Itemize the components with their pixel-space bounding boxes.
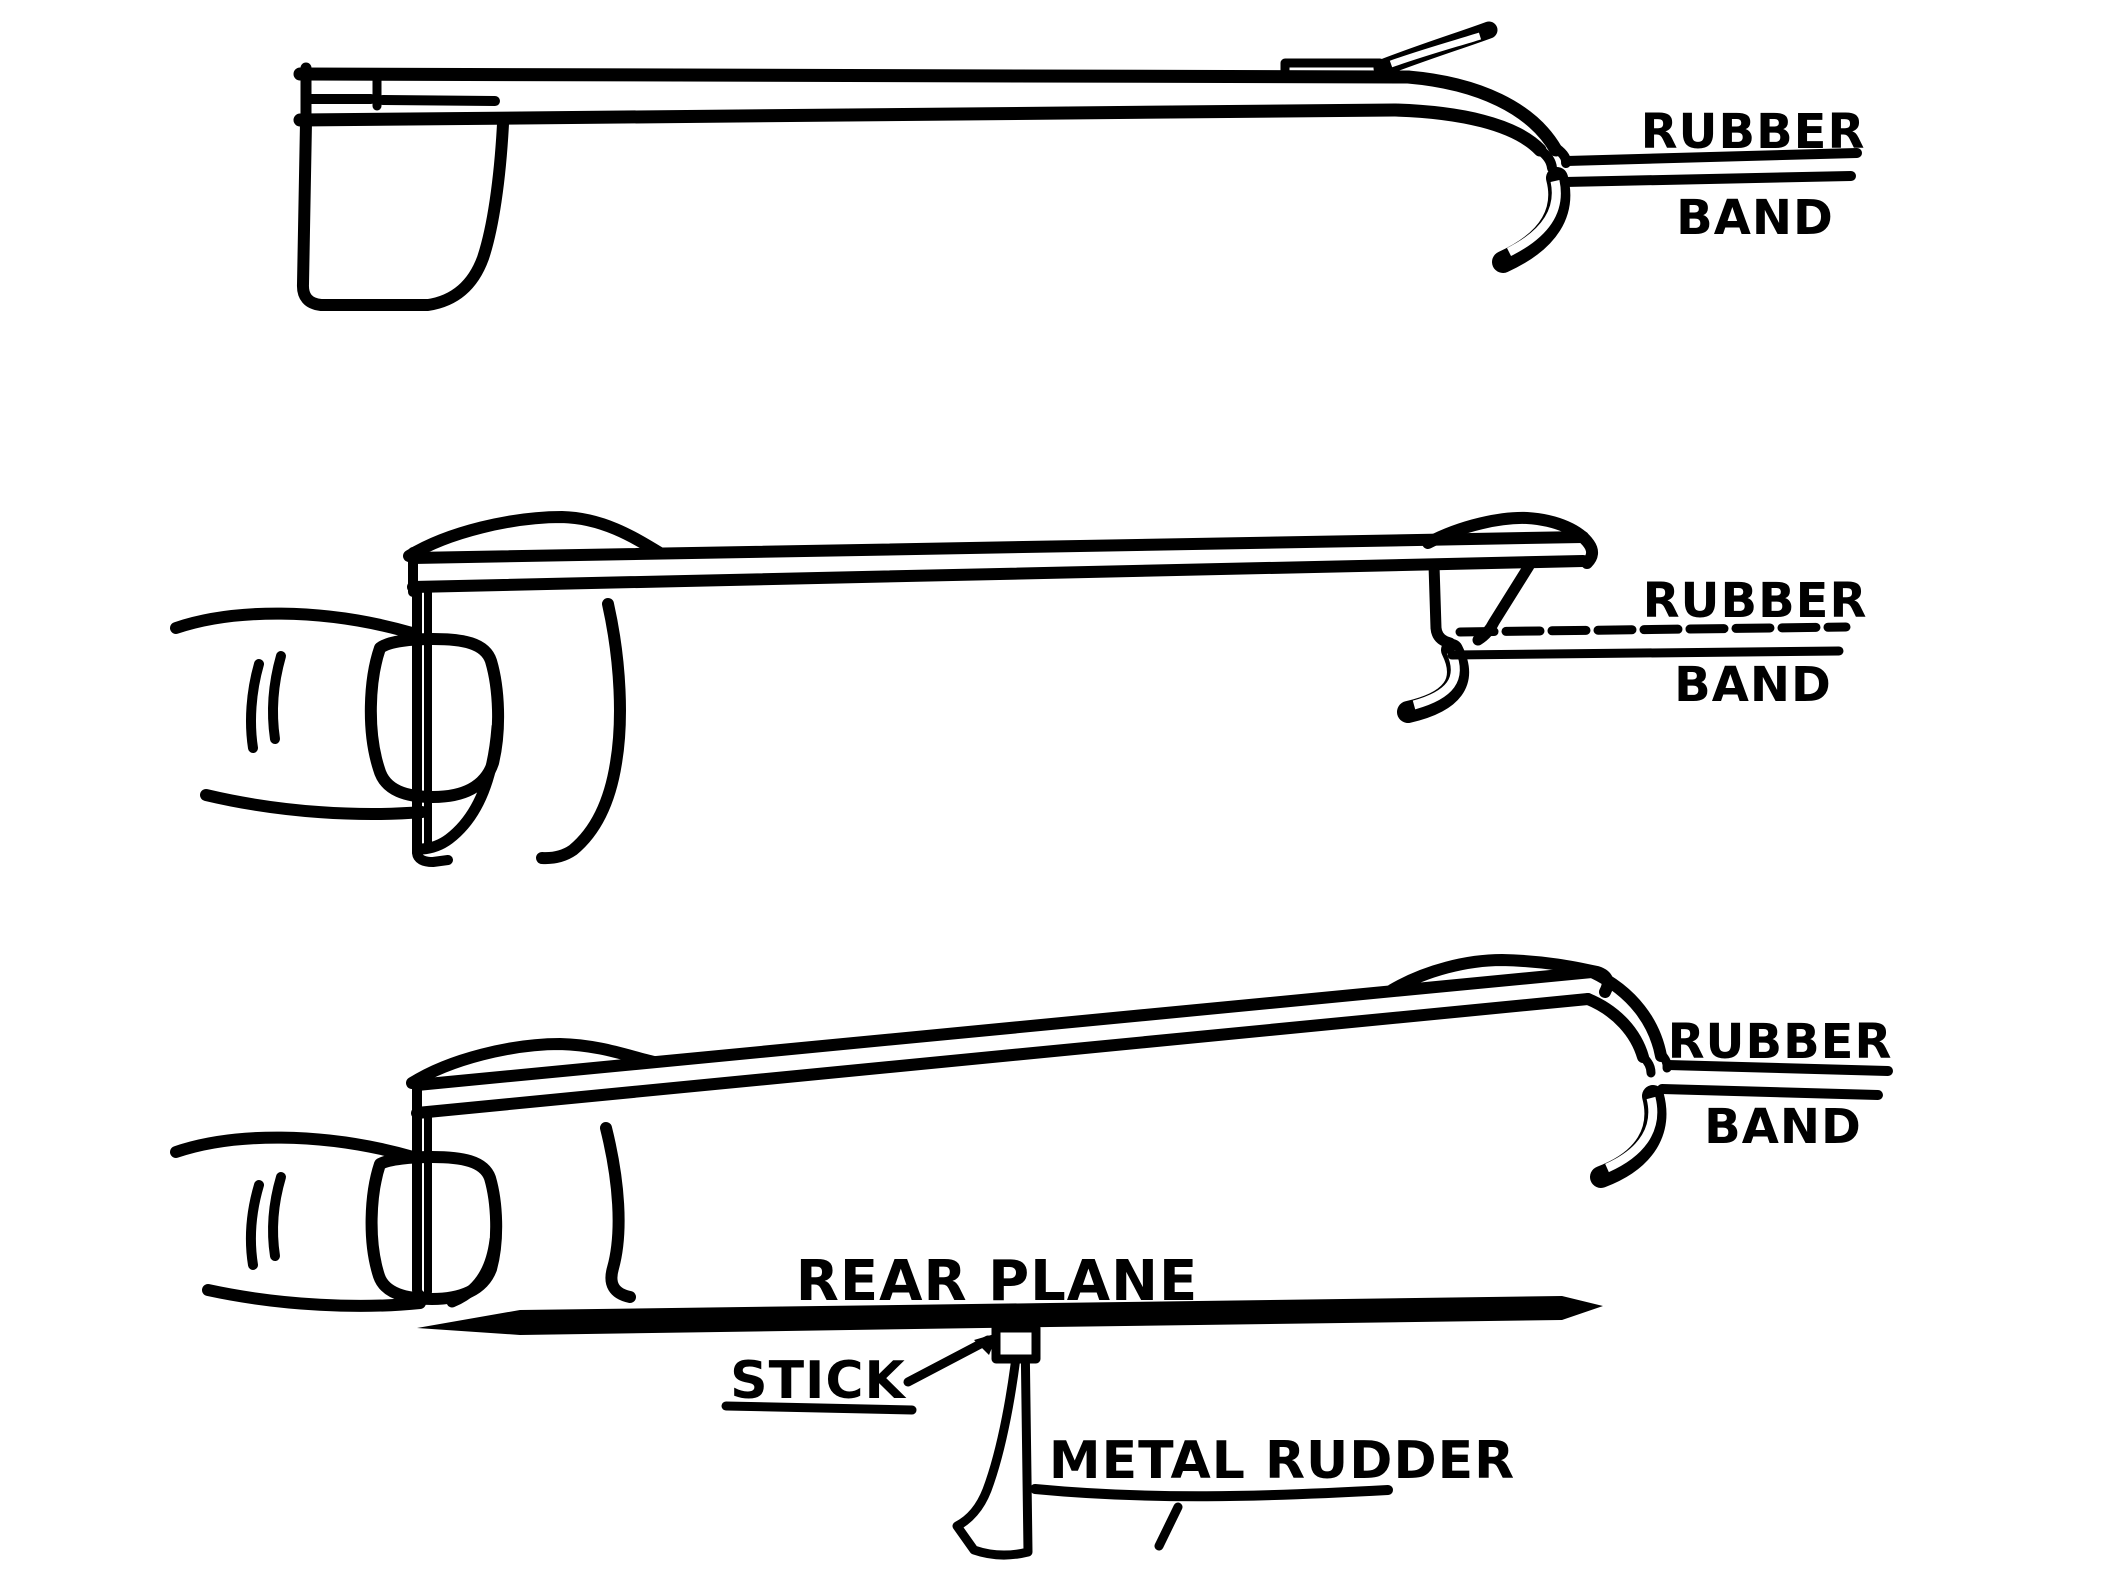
- glider-launch-view-2: RUBBER BAND: [170, 511, 1868, 867]
- glider-side-view-1: RUBBER BAND: [293, 21, 1866, 311]
- band-notch-lower: [1638, 1052, 1656, 1078]
- rear-plane-edge-view: [417, 1296, 1603, 1335]
- stick-leader-line: [903, 1335, 993, 1387]
- launch-hook-curl-inner: [1389, 32, 1482, 68]
- band-notch-lower: [1535, 145, 1557, 173]
- stick-label-underline: [721, 1401, 917, 1415]
- leader-arrowhead: [974, 1333, 998, 1355]
- tail-skid-prong-inner: [1412, 650, 1460, 710]
- rear-plane-label: REAR PLANE: [796, 1249, 1199, 1314]
- stick-label: STICK: [730, 1351, 906, 1411]
- rubber-band-label-line2: BAND: [1676, 190, 1834, 246]
- rubber-band-line-bottom: [1560, 171, 1856, 187]
- tail-bend-bottom-edge: [1582, 993, 1649, 1063]
- tail-assembly-detail: REAR PLANE STICK METAL RUDDER: [417, 1249, 1603, 1560]
- thumb-bottom-contour: [202, 1284, 426, 1312]
- thumb-crease-2: [268, 651, 286, 744]
- front-plane-leading-edge: [412, 1110, 437, 1303]
- stick-bottom-edge: [407, 555, 1589, 593]
- glider-launch-view-3: RUBBER BAND: [170, 954, 1893, 1312]
- rubber-band-label-line1: RUBBER: [1668, 1014, 1893, 1070]
- thumb-pad-contour: [416, 721, 503, 855]
- tail-skid-prong-inner: [1506, 180, 1561, 257]
- front-wing-hump: [406, 1038, 660, 1089]
- rubber-band-label-line2: BAND: [1674, 657, 1832, 713]
- rear-wing-hump: [1422, 511, 1598, 569]
- thumb-bottom-contour: [200, 789, 428, 820]
- tail-bend-top-edge: [1586, 966, 1667, 1062]
- clamp-slot-line-b: [378, 95, 500, 106]
- metal-rudder-blade: [952, 1326, 1033, 1560]
- stick-top-edge: [293, 67, 1415, 84]
- front-wing-hump: [403, 511, 666, 562]
- rubber-band-line-bottom: [1447, 646, 1844, 660]
- stick-top-edge: [407, 531, 1589, 564]
- rubber-band-label-line1: RUBBER: [1641, 104, 1866, 160]
- rubber-band-label-line2: BAND: [1704, 1099, 1862, 1155]
- front-plane-trailing-edge: [536, 598, 626, 865]
- tail-bend-top-edge: [1401, 70, 1563, 157]
- stick-cross-section: [991, 1323, 1041, 1364]
- thumb-pad-contour: [446, 1234, 501, 1308]
- tail-skid-prong-inner: [1605, 1096, 1658, 1173]
- thumb-top-contour: [170, 1131, 419, 1163]
- thumb-top-contour: [170, 607, 418, 639]
- rubber-band-label-line1: RUBBER: [1643, 573, 1868, 629]
- rubber-band-line-bottom: [1657, 1084, 1883, 1100]
- stick-bottom-edge: [411, 993, 1594, 1119]
- rubber-band-line-top: [1663, 1060, 1893, 1076]
- thumb-crease-2: [268, 1172, 286, 1261]
- rubber-band-line-top: [1562, 148, 1862, 166]
- tail-bend-bottom-edge: [1388, 103, 1547, 157]
- front-plane-trailing-edge: [600, 1122, 636, 1303]
- thumb-crease-1: [246, 659, 264, 753]
- front-plane-leading-edge: [412, 585, 453, 867]
- stray-tick-mark: [1154, 1502, 1183, 1551]
- metal-rudder-label: METAL RUDDER: [1049, 1431, 1515, 1491]
- thumbnail: [364, 633, 505, 803]
- tail-fin-front-edge: [1428, 559, 1456, 649]
- rubber-band-line-top: [1455, 622, 1851, 637]
- front-plane-outline: [296, 116, 509, 311]
- stick-bottom-edge: [293, 103, 1402, 127]
- thumb-crease-1: [246, 1180, 264, 1270]
- metal-rudder-underline: [1030, 1484, 1393, 1502]
- stick-top-edge: [411, 966, 1598, 1091]
